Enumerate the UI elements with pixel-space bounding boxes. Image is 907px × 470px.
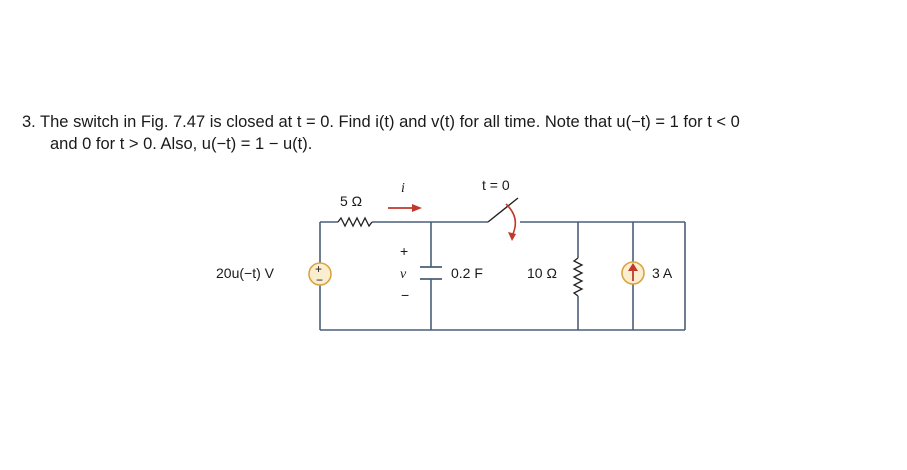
problem-line-2: and 0 for t > 0. Also, u(−t) = 1 − u(t). [50, 135, 313, 153]
problem-line-1: 3. The switch in Fig. 7.47 is closed at … [22, 113, 740, 131]
circuit-wires [319, 221, 686, 331]
switch [487, 197, 519, 241]
current-label: i [401, 181, 405, 196]
current-arrow [388, 204, 422, 212]
problem-statement: 3. The switch in Fig. 7.47 is closed at … [22, 111, 892, 155]
current-source [621, 261, 645, 285]
voltage-source [308, 262, 332, 286]
source-plus: + [315, 262, 322, 276]
resistor1-label: 5 Ω [340, 193, 362, 209]
switch-label: t = 0 [482, 177, 510, 193]
capacitor-0-2F [420, 266, 442, 280]
resistor-5-ohm [337, 216, 373, 228]
source-minus: − [316, 273, 323, 287]
resistor2-label: 10 Ω [527, 265, 557, 281]
resistor-10-ohm [572, 257, 584, 297]
voltage-label: v [400, 267, 407, 282]
current-source-label: 3 A [652, 265, 673, 281]
capacitor-label: 0.2 F [451, 265, 483, 281]
voltage-minus: − [401, 287, 409, 303]
source-voltage-label: 20u(−t) V [216, 265, 275, 281]
voltage-plus: + [400, 243, 408, 259]
